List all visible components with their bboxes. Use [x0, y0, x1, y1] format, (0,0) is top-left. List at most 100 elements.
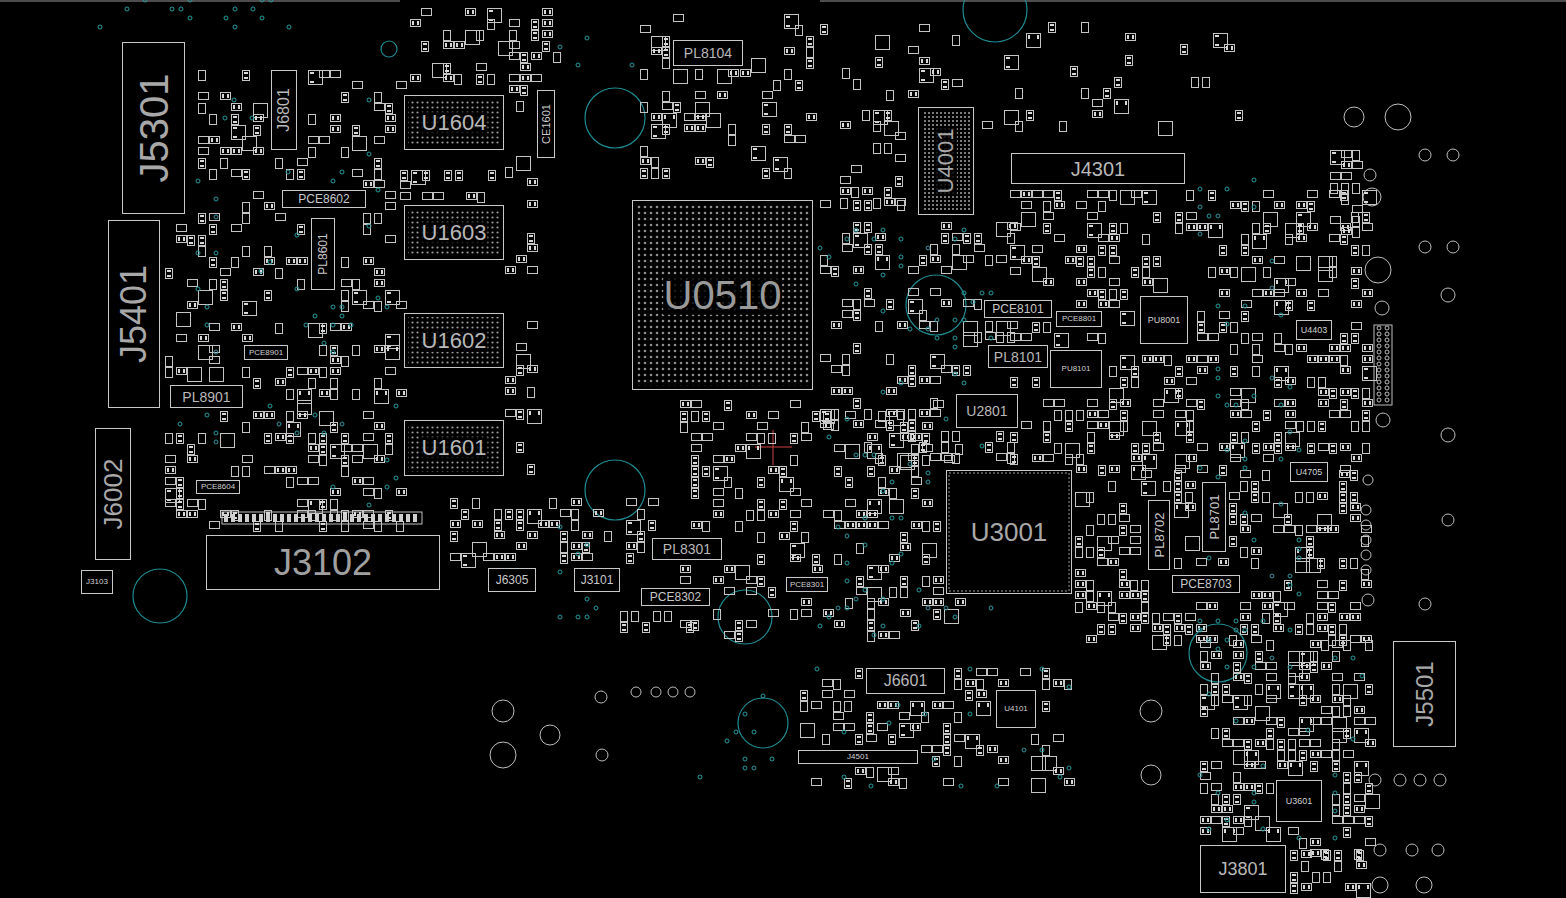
smd-pad — [742, 71, 744, 75]
smd-pad — [354, 292, 358, 294]
smd-outline — [210, 324, 220, 331]
smd-outline — [199, 236, 206, 246]
smd-pad — [704, 473, 708, 475]
smd-outline — [1011, 378, 1018, 388]
smd-pad — [183, 512, 185, 516]
smd-outline — [265, 247, 272, 257]
smd-pad — [534, 246, 536, 250]
smd-pad — [1155, 357, 1157, 361]
smd-outline — [177, 478, 184, 488]
smd-outline — [1231, 323, 1238, 333]
smd-pad — [1155, 258, 1159, 260]
smd-outline — [1286, 400, 1296, 407]
smd-pad — [381, 457, 383, 461]
smd-outline — [375, 423, 385, 430]
smd-pad — [467, 10, 469, 14]
smd-outline — [652, 114, 662, 121]
smd-outline — [422, 42, 429, 52]
smd-outline — [942, 454, 952, 461]
smd-outline — [791, 489, 801, 496]
smd-outline — [934, 588, 944, 595]
smd-outline — [843, 234, 850, 244]
smd-outline — [1352, 334, 1359, 344]
smd-outline — [210, 522, 220, 529]
smd-pad — [737, 638, 741, 640]
smd-outline — [1231, 345, 1238, 355]
smd-pad — [1243, 313, 1247, 315]
smd-pad — [935, 523, 939, 525]
smd-pad — [808, 115, 810, 119]
smd-outline — [707, 114, 721, 128]
smd-outline — [510, 86, 520, 93]
smd-outline — [821, 355, 831, 362]
smd-outline — [832, 388, 842, 395]
smd-outline — [451, 554, 461, 561]
smd-pad — [937, 70, 939, 74]
smd-pad — [457, 177, 461, 179]
smd-outline — [785, 169, 792, 179]
smd-outline — [199, 500, 206, 510]
smd-outline — [331, 500, 338, 510]
smd-outline — [854, 234, 868, 248]
smd-outline — [1121, 400, 1131, 407]
smd-pad — [1287, 401, 1289, 405]
smd-pad — [562, 555, 566, 557]
smd-outline — [714, 511, 724, 518]
smd-outline — [1308, 356, 1318, 363]
smd-pad — [726, 457, 728, 461]
smd-outline — [276, 159, 283, 169]
smd-outline — [909, 421, 916, 431]
smd-pad — [1221, 252, 1225, 254]
smd-pad — [924, 440, 928, 442]
smd-outline — [714, 610, 721, 620]
smd-outline — [1330, 389, 1337, 399]
smd-pad — [910, 301, 914, 303]
smd-pad — [1347, 346, 1349, 350]
smd-outline — [1363, 411, 1370, 421]
smd-pad — [529, 533, 531, 537]
smd-pad — [1254, 236, 1256, 240]
smd-pad — [764, 104, 768, 106]
smd-outline — [758, 555, 765, 565]
smd-pad — [770, 468, 772, 472]
smd-outline — [386, 445, 393, 455]
smd-pad — [847, 479, 851, 481]
ball-grid — [408, 209, 500, 256]
smd-pad — [874, 435, 876, 439]
smd-outline — [747, 445, 761, 459]
smd-outline — [725, 632, 735, 639]
smd-outline — [953, 432, 960, 442]
smd-outline — [1297, 202, 1307, 209]
smd-pad — [343, 435, 347, 437]
smd-outline — [232, 324, 242, 331]
smd-outline — [696, 125, 706, 132]
smd-pad — [775, 159, 779, 161]
smd-outline — [703, 412, 710, 422]
smd-pad — [730, 71, 732, 75]
smd-outline — [1044, 279, 1054, 286]
smd-outline — [774, 158, 788, 172]
smd-outline — [473, 521, 483, 528]
smd-outline — [521, 86, 528, 96]
smd-outline — [942, 366, 952, 373]
smd-pad — [1325, 390, 1327, 394]
smd-pad — [664, 43, 668, 45]
smd-outline — [841, 122, 851, 129]
smd-pad — [1122, 357, 1126, 359]
smd-outline — [1231, 389, 1241, 396]
smd-pad — [1298, 346, 1300, 350]
smd-outline — [885, 144, 892, 154]
smd-outline — [1275, 290, 1285, 297]
smd-outline — [543, 31, 553, 38]
smd-pad — [921, 378, 923, 382]
smd-pad — [496, 527, 500, 529]
smd-pad — [929, 501, 931, 505]
smd-pad — [1028, 258, 1030, 262]
smd-pad — [1193, 357, 1195, 361]
smd-pad — [803, 600, 805, 604]
smd-outline — [923, 456, 930, 466]
smd-outline — [1341, 367, 1351, 374]
smd-pad — [222, 418, 226, 420]
smd-outline — [488, 20, 495, 30]
smd-pad — [549, 10, 551, 14]
